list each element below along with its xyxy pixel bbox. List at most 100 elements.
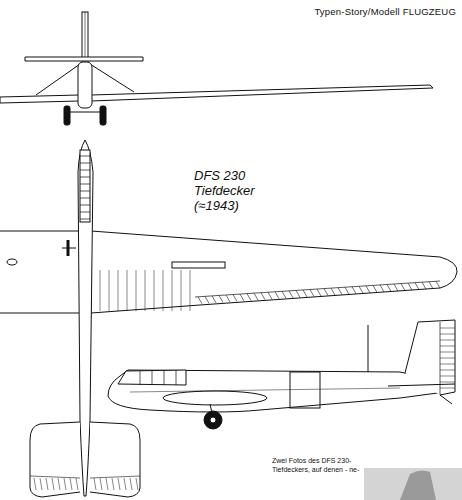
top-view-part <box>172 262 225 268</box>
side-view-part <box>368 325 369 372</box>
side-view-part-part <box>440 340 455 341</box>
top-view-part-part <box>422 282 426 289</box>
top-view-part-part <box>80 170 90 171</box>
top-view-part-part <box>154 270 155 311</box>
side-view-part-part <box>440 370 455 371</box>
top-view-part <box>62 248 76 249</box>
front-view-part <box>36 64 80 95</box>
side-view-part <box>108 370 445 412</box>
drawing-title: DFS 230 Tiefdecker (≈1943) <box>194 168 278 213</box>
top-view-part-part <box>130 478 132 490</box>
top-view-part-part <box>118 478 120 490</box>
top-view-part <box>91 231 457 313</box>
top-view-part-part <box>80 156 90 157</box>
photo-caption: Zwei Fotos des DFS 230- Tiefdeckers, auf… <box>272 456 362 474</box>
side-view-part <box>388 384 455 386</box>
front-view-part <box>100 106 106 125</box>
top-view-part <box>80 156 90 219</box>
front-view-part <box>91 85 433 101</box>
top-view-part-part <box>106 478 108 490</box>
top-view-part-part <box>190 270 191 311</box>
side-view-part-part <box>440 346 455 347</box>
top-view-part-part <box>247 294 251 301</box>
top-view-part-part <box>254 293 258 300</box>
top-view-part-part <box>112 478 114 490</box>
top-view-part <box>0 231 79 313</box>
top-view-part <box>100 270 190 311</box>
top-view-part <box>34 478 138 490</box>
side-view-part-part <box>440 334 455 335</box>
top-view-part-part <box>136 478 138 490</box>
top-view-part-part <box>401 284 405 291</box>
top-view-part-part <box>352 287 356 294</box>
top-view-part-part <box>359 286 363 293</box>
front-view-part <box>0 95 79 103</box>
front-view-part <box>70 112 100 113</box>
side-view-part <box>163 391 267 405</box>
top-view-part-part <box>46 478 48 490</box>
top-view-part-part <box>80 212 90 213</box>
side-view-part-part <box>440 388 455 389</box>
top-view-part-part <box>34 478 36 490</box>
top-view-part-part <box>80 177 90 178</box>
top-view-part <box>198 281 440 304</box>
top-view-part-part <box>80 163 90 164</box>
top-view-part <box>7 259 17 265</box>
front-view-part <box>90 64 134 92</box>
magazine-header: Typen-Story/Modell FLUGZEUG <box>314 6 456 17</box>
side-view-part <box>440 328 455 388</box>
top-view-part <box>30 422 80 497</box>
side-view-part <box>204 411 222 429</box>
top-view-part-part <box>275 292 279 299</box>
photo-part <box>400 470 436 500</box>
top-view <box>0 140 457 497</box>
photo <box>364 468 462 500</box>
top-view-part-part <box>163 270 164 311</box>
top-view-part-part <box>282 291 286 298</box>
top-view-part-part <box>124 478 126 490</box>
top-view-part-part <box>172 270 173 311</box>
top-view-part-part <box>94 478 96 490</box>
top-view-part-part <box>296 290 300 297</box>
top-view-part <box>80 150 90 222</box>
top-view-part-part <box>136 270 137 311</box>
top-view-part-part <box>58 478 60 490</box>
top-view-part-part <box>52 478 54 490</box>
top-view-part-part <box>436 281 440 288</box>
front-view-part <box>78 62 92 108</box>
top-view-part-part <box>80 198 90 199</box>
side-view-part-part <box>440 364 455 365</box>
top-view-part-part <box>233 295 237 302</box>
side-view-part-part <box>440 328 455 329</box>
top-view-part-part <box>198 297 202 304</box>
side-view-part <box>130 388 400 392</box>
top-view-part-part <box>181 270 182 311</box>
top-view-part-part <box>345 287 349 294</box>
top-view-part-part <box>145 270 146 311</box>
top-view-part-part <box>205 296 209 303</box>
top-view-part-part <box>338 288 342 295</box>
top-view-part-part <box>324 289 328 296</box>
front-view-part <box>64 106 70 125</box>
top-view-part-part <box>109 270 110 311</box>
side-view-part <box>140 370 176 385</box>
side-view <box>108 320 455 429</box>
top-view-part-part <box>317 289 321 296</box>
side-view-part <box>210 417 216 423</box>
top-view-part-part <box>394 284 398 291</box>
top-view-part-part <box>70 478 72 490</box>
top-view-part-part <box>331 288 335 295</box>
side-view-part <box>290 372 320 408</box>
top-view-part-part <box>212 296 216 303</box>
top-view-part-part <box>40 478 42 490</box>
top-view-part-part <box>80 205 90 206</box>
top-view-part-part <box>261 293 265 300</box>
top-view-part <box>195 281 440 297</box>
top-view-part-part <box>100 270 101 311</box>
front-view-part <box>25 57 143 61</box>
top-view-part-part <box>310 289 314 296</box>
top-view-part <box>30 476 140 478</box>
side-view-part <box>118 370 186 385</box>
top-view-part-part <box>76 478 78 490</box>
